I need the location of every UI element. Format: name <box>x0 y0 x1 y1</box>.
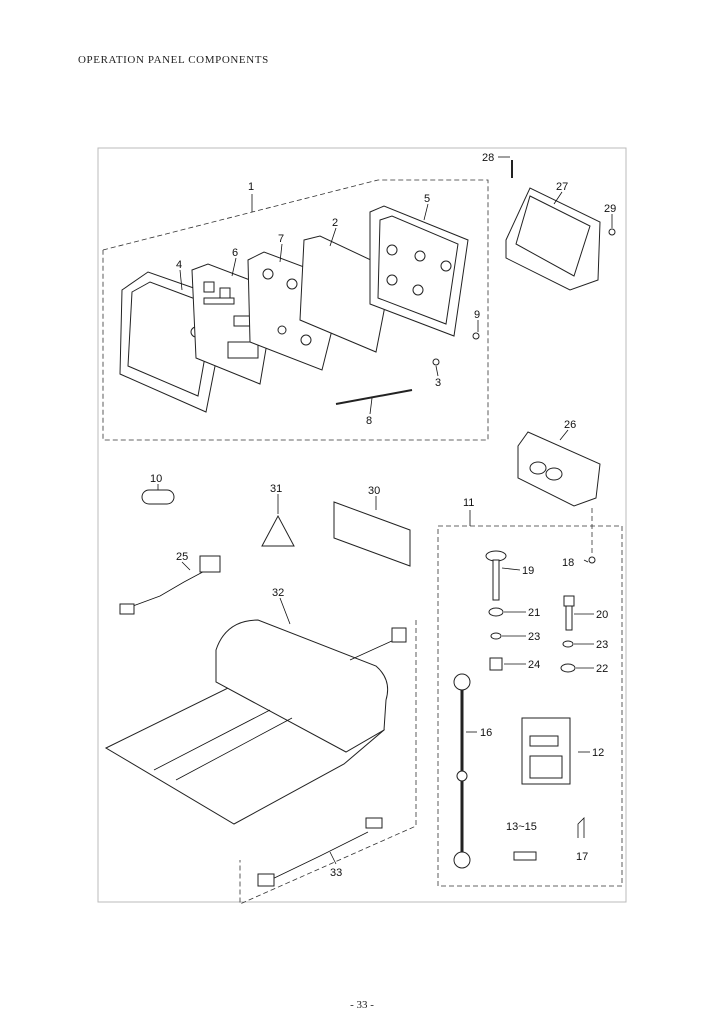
assembly-11-boundary <box>437 525 623 887</box>
leader-lines <box>157 156 613 865</box>
callout-24: 24 <box>528 659 540 671</box>
callout-17: 17 <box>576 851 588 863</box>
part-5-rear-case <box>369 205 469 337</box>
callout-30: 30 <box>368 485 380 497</box>
assembly-1-boundary <box>102 179 489 441</box>
part-2-circuit-board <box>299 235 393 353</box>
part-27-mounting-bracket <box>505 187 601 291</box>
part-18-screw <box>588 556 596 564</box>
part-23b-washer <box>562 640 574 648</box>
callout-9: 9 <box>474 309 480 321</box>
part-17-clip <box>577 817 585 838</box>
callout-20: 20 <box>596 609 608 621</box>
part-32-table-plate <box>104 619 407 825</box>
part-21-washer <box>488 607 504 617</box>
diagram-frame <box>97 147 627 903</box>
callout-11: 11 <box>463 497 474 509</box>
callout-21: 21 <box>528 607 540 619</box>
callout-2: 2 <box>332 217 338 229</box>
part-9-screw <box>472 332 480 340</box>
part-29-screw <box>608 228 616 236</box>
callout-10: 10 <box>150 473 162 485</box>
part-13-15-fuse <box>513 851 537 861</box>
part-30-warning-label <box>333 501 411 567</box>
callout-6: 6 <box>232 247 238 259</box>
part-20-bolt <box>563 595 575 631</box>
callout-23a: 23 <box>528 631 540 643</box>
callout-27: 27 <box>556 181 568 193</box>
part-25-cable <box>119 555 221 615</box>
part-33-harness <box>257 817 383 887</box>
callout-31: 31 <box>270 483 282 495</box>
part-10-spacer <box>141 489 175 505</box>
callout-5: 5 <box>424 193 430 205</box>
part-8-cable-tie <box>335 389 413 405</box>
callout-22: 22 <box>596 663 608 675</box>
callout-8: 8 <box>366 415 372 427</box>
part-22-washer <box>560 663 576 673</box>
callout-4: 4 <box>176 259 182 271</box>
callout-28: 28 <box>482 152 494 164</box>
callout-7: 7 <box>278 233 284 245</box>
callout-12: 12 <box>592 747 604 759</box>
callout-23b: 23 <box>596 639 608 651</box>
callout-1: 1 <box>248 181 254 193</box>
callout-25: 25 <box>176 551 188 563</box>
part-19-knob-bolt <box>485 550 507 601</box>
page-title: OPERATION PANEL COMPONENTS <box>78 54 269 66</box>
page-number: - 33 - <box>350 999 374 1011</box>
callout-29: 29 <box>604 203 616 215</box>
callout-33: 33 <box>330 867 342 879</box>
callout-32: 32 <box>272 587 284 599</box>
callout-26: 26 <box>564 419 576 431</box>
callout-labels: 1 2 3 4 5 6 7 8 9 10 11 12 13~15 16 17 1… <box>150 152 616 879</box>
part-12-fuse-holder <box>521 717 571 785</box>
part-16-lamp-rod <box>453 673 471 869</box>
part-23a-washer <box>490 632 502 640</box>
callout-18: 18 <box>562 557 574 569</box>
callout-16: 16 <box>480 727 492 739</box>
part-31-caution-label <box>261 514 295 547</box>
part-26-speaker-box <box>517 431 601 507</box>
assembly-32-boundary <box>239 620 417 905</box>
callout-13-15: 13~15 <box>506 821 537 833</box>
part-3-screw <box>432 358 440 366</box>
callout-19: 19 <box>522 565 534 577</box>
callout-3: 3 <box>435 377 441 389</box>
part-24-nut <box>489 657 503 671</box>
